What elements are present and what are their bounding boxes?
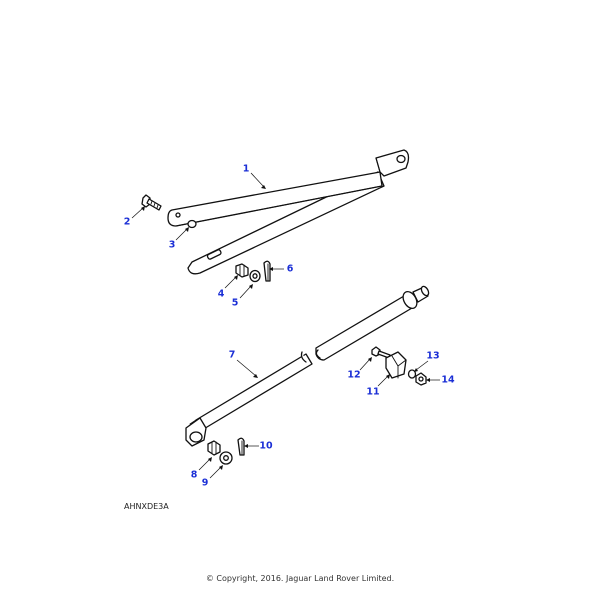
callout-12[interactable]: 12	[347, 369, 361, 381]
callout-4[interactable]: 4	[217, 288, 225, 300]
upper-fasteners	[235, 260, 271, 283]
callout-8[interactable]: 8	[190, 469, 198, 481]
upper-bracket	[167, 149, 410, 275]
callout-5[interactable]: 5	[231, 297, 239, 309]
callout-9[interactable]: 9	[201, 477, 209, 489]
callout-1[interactable]: 1	[242, 163, 250, 175]
diagram-code: AHNXDE3A	[124, 502, 169, 511]
leader-arrows	[141, 185, 430, 470]
callout-3[interactable]: 3	[168, 239, 176, 251]
callout-6[interactable]: 6	[286, 263, 294, 275]
callout-7[interactable]: 7	[228, 349, 236, 361]
bolt-upper	[141, 194, 162, 211]
leader-lines	[131, 172, 440, 479]
callout-11[interactable]: 11	[366, 386, 380, 398]
clamp-assembly	[371, 346, 427, 386]
callout-13[interactable]: 13	[426, 350, 440, 362]
long-rod	[185, 285, 430, 447]
callout-14[interactable]: 14	[441, 374, 455, 386]
callout-10[interactable]: 10	[259, 440, 273, 452]
callout-2[interactable]: 2	[123, 216, 131, 228]
copyright-notice: © Copyright, 2016. Jaguar Land Rover Lim…	[205, 574, 395, 583]
lower-fasteners	[207, 437, 245, 465]
